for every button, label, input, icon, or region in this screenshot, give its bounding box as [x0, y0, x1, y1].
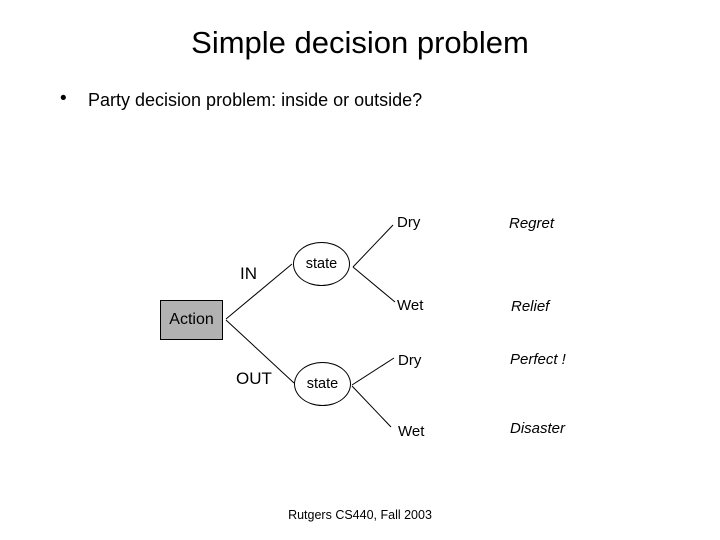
outcome-out-wet: Wet	[398, 423, 425, 440]
branch-label-in: IN	[240, 264, 257, 283]
state-node-in: state	[293, 242, 350, 286]
value-relief: Relief	[511, 298, 550, 315]
bullet-icon: •	[60, 88, 67, 109]
edge-in-state-to-wet	[352, 266, 396, 303]
edge-action-to-out-state	[225, 319, 295, 384]
branch-label-out: OUT	[236, 369, 272, 388]
slide-title: Simple decision problem	[191, 25, 529, 60]
outcome-in-dry: Dry	[397, 214, 421, 231]
value-disaster: Disaster	[510, 420, 566, 437]
state-node-in-label: state	[305, 256, 338, 272]
edge-out-state-to-wet	[351, 385, 392, 428]
action-node: Action	[160, 300, 223, 340]
action-node-label: Action	[169, 311, 214, 328]
outcome-out-dry: Dry	[398, 352, 422, 369]
outcome-in-wet: Wet	[397, 297, 424, 314]
state-node-out: state	[294, 362, 351, 406]
state-node-out-label: state	[306, 376, 339, 392]
edge-out-state-to-dry	[351, 357, 395, 386]
value-perfect: Perfect !	[510, 351, 566, 368]
value-regret: Regret	[509, 215, 555, 232]
bullet-text: Party decision problem: inside or outsid…	[88, 90, 423, 110]
edge-in-state-to-dry	[352, 224, 394, 268]
slide-footer: Rutgers CS440, Fall 2003	[288, 508, 432, 522]
edge-action-to-in-state	[225, 263, 293, 320]
